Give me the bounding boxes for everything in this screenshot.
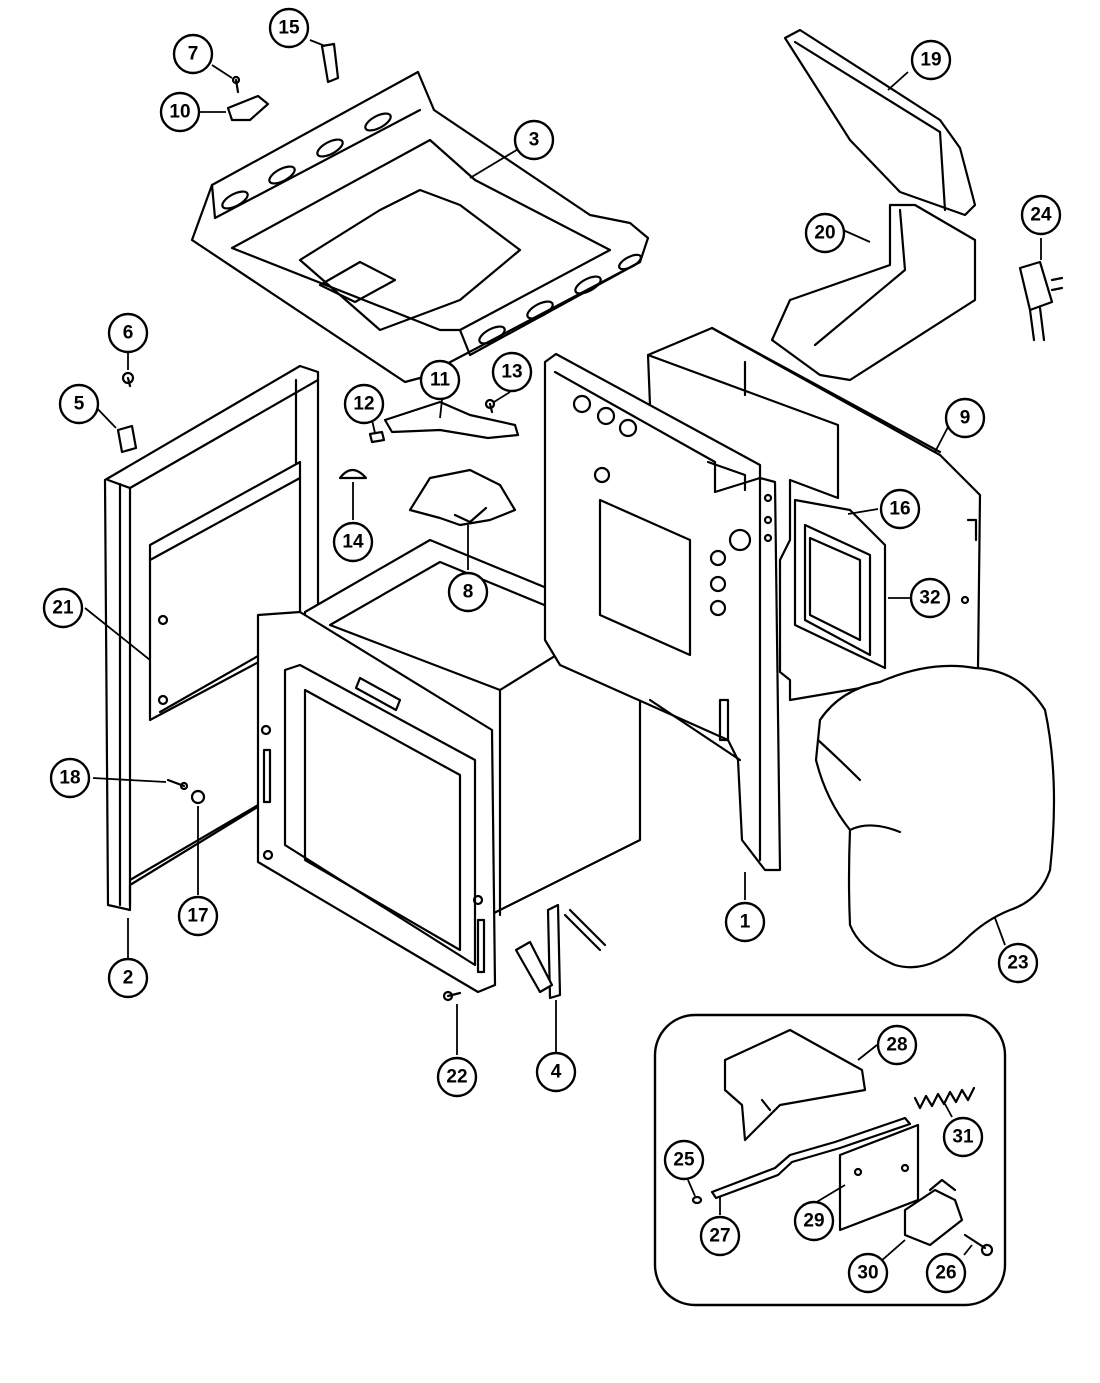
part-actuator-rod-27 [710, 1116, 912, 1200]
part-vent-duct-19 [783, 28, 977, 217]
callout-17: 17 [177, 895, 219, 937]
svg-text:28: 28 [886, 1035, 907, 1056]
svg-text:4: 4 [551, 1062, 562, 1083]
callout-19: 19 [910, 39, 952, 81]
svg-text:6: 6 [123, 323, 134, 344]
part-plate-29 [838, 1123, 920, 1232]
callout-6: 6 [107, 312, 149, 354]
part-screw-26 [963, 1233, 994, 1257]
callout-20: 20 [804, 212, 846, 254]
part-switch-10 [226, 94, 270, 122]
part-power-cord-24 [1018, 260, 1064, 342]
part-window-32 [808, 536, 862, 642]
callout-4: 4 [535, 1051, 577, 1093]
svg-text:17: 17 [187, 906, 208, 927]
svg-text:30: 30 [857, 1263, 878, 1284]
part-vent-deflector-20 [770, 203, 977, 382]
svg-text:24: 24 [1030, 205, 1052, 226]
callout-32: 32 [909, 577, 951, 619]
part-center-panel [543, 352, 782, 872]
svg-text:26: 26 [935, 1263, 956, 1284]
part-front-frame [256, 610, 497, 994]
svg-text:13: 13 [501, 362, 522, 383]
part-insulation [814, 664, 1056, 969]
callout-10: 10 [159, 91, 201, 133]
svg-text:23: 23 [1007, 953, 1028, 974]
leader-lines [84, 39, 1042, 1263]
part-bracket-5 [116, 424, 138, 454]
svg-text:8: 8 [463, 582, 474, 603]
svg-text:2: 2 [123, 968, 134, 989]
part-switch-bracket-28 [723, 1028, 867, 1142]
callout-1: 1 [724, 901, 766, 943]
part-nut-17 [190, 789, 206, 805]
part-spring-31 [913, 1086, 976, 1110]
part-screw-7 [231, 75, 241, 94]
callout-15: 15 [268, 7, 310, 49]
callout-23: 23 [997, 942, 1039, 984]
part-microswitch-30 [903, 1178, 964, 1247]
svg-text:18: 18 [59, 768, 80, 789]
part-screw-18 [166, 778, 189, 791]
part-screw-22 [442, 990, 462, 1002]
callout-12: 12 [343, 383, 385, 425]
svg-text:19: 19 [920, 50, 941, 71]
callout-7: 7 [172, 33, 214, 75]
svg-text:31: 31 [952, 1127, 974, 1148]
callout-24: 24 [1020, 194, 1062, 236]
callout-28: 28 [876, 1024, 918, 1066]
callout-2: 2 [107, 957, 149, 999]
callout-3: 3 [513, 119, 555, 161]
svg-text:14: 14 [342, 532, 364, 553]
callout-5: 5 [58, 383, 100, 425]
callouts: 1 2 3 4 5 6 7 8 9 10 11 12 13 14 15 16 1… [42, 7, 1062, 1294]
part-screw-13 [484, 398, 496, 414]
callout-16: 16 [879, 488, 921, 530]
svg-text:10: 10 [169, 102, 190, 123]
part-hinge-4 [514, 903, 607, 1000]
part-knob-14 [338, 468, 368, 480]
svg-text:27: 27 [709, 1226, 730, 1247]
callout-13: 13 [491, 351, 533, 393]
callout-30: 30 [847, 1252, 889, 1294]
svg-text:21: 21 [52, 598, 74, 619]
callout-31: 31 [942, 1116, 984, 1158]
part-bracket-11 [383, 400, 520, 440]
callout-22: 22 [436, 1056, 478, 1098]
svg-text:16: 16 [889, 499, 910, 520]
part-clip-12 [368, 430, 386, 444]
callout-25: 25 [663, 1139, 705, 1181]
svg-text:3: 3 [529, 130, 540, 151]
svg-text:32: 32 [919, 588, 940, 609]
callout-18: 18 [49, 757, 91, 799]
svg-text:7: 7 [188, 44, 199, 65]
callout-11: 11 [419, 359, 461, 401]
callout-26: 26 [925, 1252, 967, 1294]
svg-text:20: 20 [814, 223, 835, 244]
svg-text:25: 25 [673, 1150, 695, 1171]
callout-14: 14 [332, 521, 374, 563]
callout-21: 21 [42, 587, 84, 629]
svg-text:22: 22 [446, 1067, 467, 1088]
svg-text:1: 1 [740, 912, 751, 933]
part-latch-8 [408, 468, 517, 527]
svg-text:29: 29 [803, 1211, 824, 1232]
callout-27: 27 [699, 1215, 741, 1257]
svg-text:9: 9 [960, 408, 971, 429]
callout-8: 8 [447, 571, 489, 613]
part-clip-25 [691, 1195, 703, 1205]
callout-9: 9 [944, 397, 986, 439]
inset-detail-box [653, 1013, 1007, 1307]
svg-text:11: 11 [430, 370, 451, 391]
callout-29: 29 [793, 1200, 835, 1242]
svg-text:5: 5 [74, 394, 85, 415]
part-clip-15 [320, 42, 340, 84]
svg-text:15: 15 [278, 18, 300, 39]
svg-text:12: 12 [353, 394, 374, 415]
part-top-panel [190, 70, 650, 384]
part-screw-6 [121, 371, 135, 388]
